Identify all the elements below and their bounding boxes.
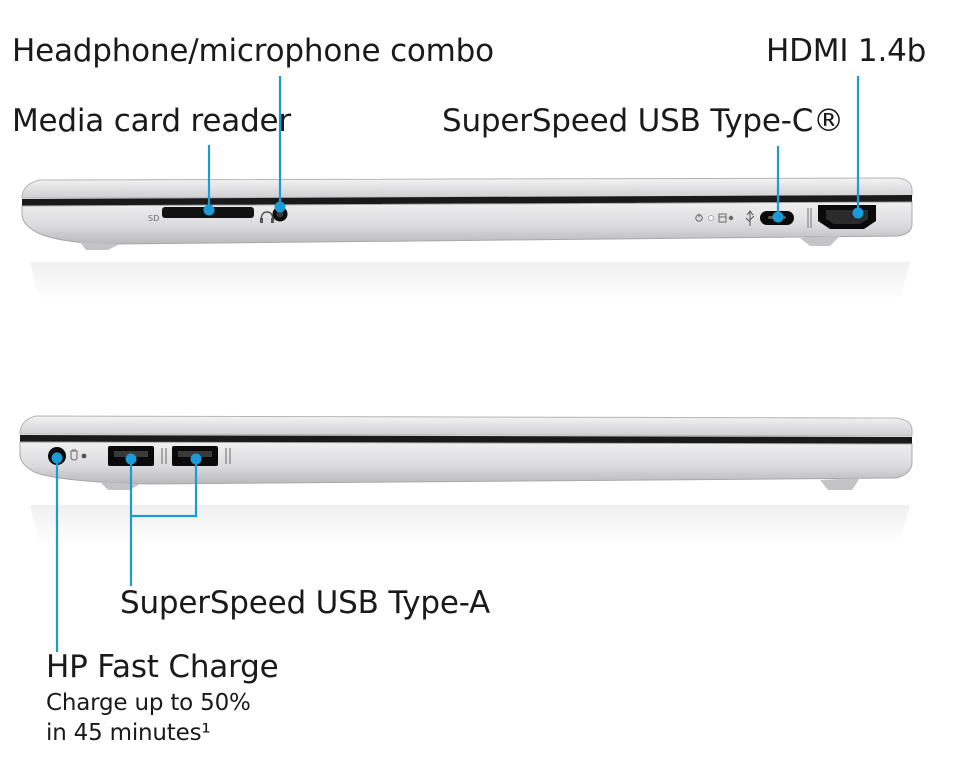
- charger-icon: [70, 449, 78, 461]
- usb-c-label: SuperSpeed USB Type-C®: [442, 103, 844, 139]
- fast-charge-title: HP Fast Charge: [46, 649, 279, 685]
- callout-dots: [51, 201, 864, 465]
- media-card-reader-label: Media card reader: [12, 103, 291, 139]
- charge-led: [81, 453, 87, 459]
- power-icon: [695, 213, 703, 222]
- usb-a-leader-bridge: [129, 460, 198, 518]
- callout-lines: [55, 76, 860, 652]
- battery-light-icon: [718, 213, 734, 223]
- power-led: [708, 215, 714, 221]
- laptop-right-side-view: [19, 415, 913, 545]
- usb-icon: [745, 210, 755, 226]
- headphone-combo-label: Headphone/microphone combo: [12, 33, 494, 69]
- fast-charge-line-2: in 45 minutes¹: [46, 720, 211, 746]
- sd-mark: SD: [148, 214, 159, 223]
- usb-a-label: SuperSpeed USB Type-A: [120, 585, 491, 621]
- fast-charge-line-1: Charge up to 50%: [46, 690, 251, 716]
- hdmi-label: HDMI 1.4b: [766, 33, 927, 69]
- usb-ss-icon: [225, 448, 231, 464]
- headset-icon: [260, 211, 274, 223]
- usb-ss-icon: [161, 448, 167, 464]
- hdmi-mark: [807, 208, 812, 228]
